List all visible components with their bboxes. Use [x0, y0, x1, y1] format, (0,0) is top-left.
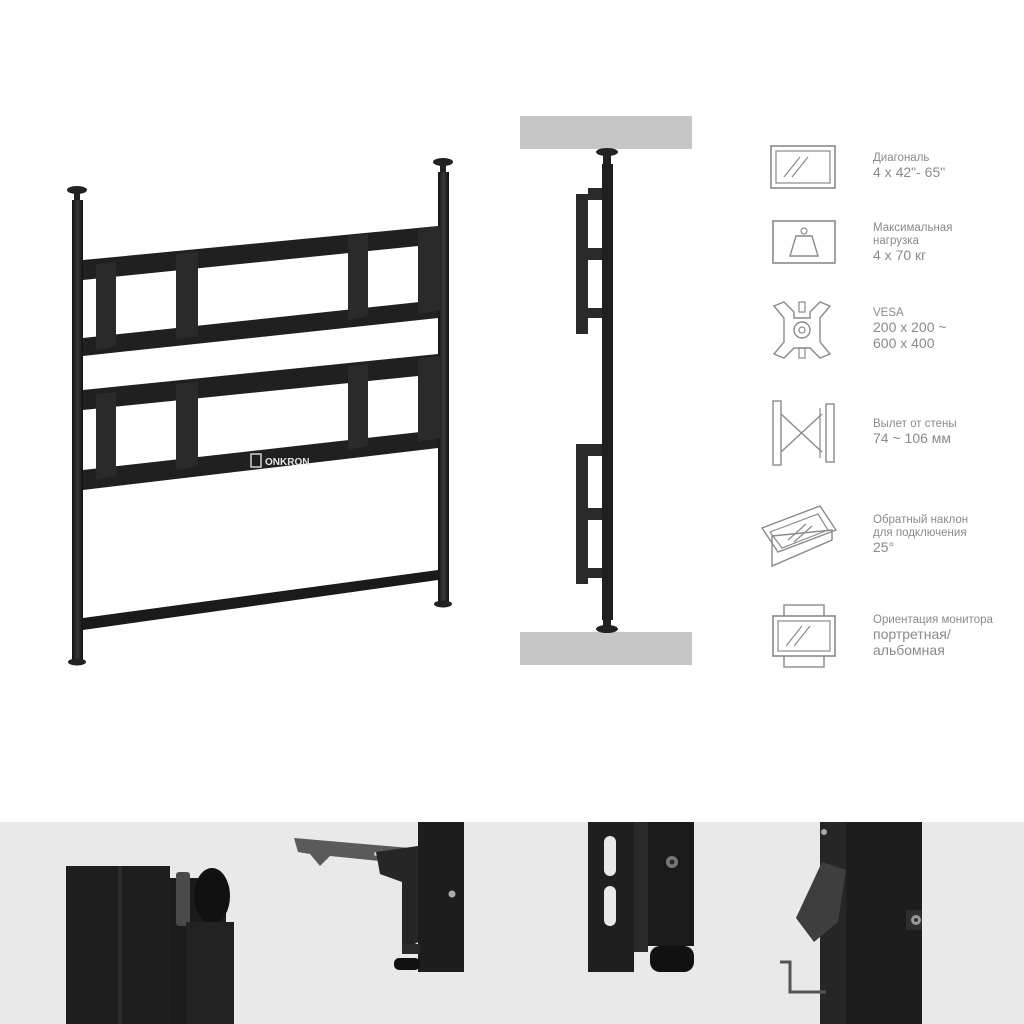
- detail-photo-latch: [780, 822, 922, 1024]
- product-side-view: [576, 148, 618, 633]
- spec-vesa: VESA 200 x 200 ~ 600 x 400: [873, 307, 947, 351]
- detail-photo-slots: [588, 822, 694, 972]
- floor-block: [520, 632, 692, 665]
- spec-max-load: Максимальная нагрузка 4 x 70 кг: [873, 222, 953, 263]
- vesa-icon: [772, 301, 832, 359]
- spec-diagonal: Диагональ 4 x 42"- 65": [873, 152, 946, 180]
- svg-text:ONKRON: ONKRON: [265, 457, 309, 468]
- spec-orientation: Ориентация монитора портретная/ альбомна…: [873, 614, 993, 658]
- onkron-logo: ONKRON: [250, 453, 309, 468]
- spec-wall-distance: Вылет от стены 74 ~ 106 мм: [873, 418, 957, 446]
- weight-icon: [772, 220, 836, 264]
- wall-distance-icon: [772, 400, 835, 466]
- spec-tilt: Обратный наклон для подключения 25°: [873, 514, 969, 555]
- diagonal-icon: [770, 145, 836, 189]
- detail-photo-lever: [294, 822, 464, 972]
- ceiling-block: [520, 116, 692, 149]
- product-main-image: ONKRON: [67, 158, 453, 666]
- detail-photo-knob: [66, 866, 234, 1024]
- tilt-icon: [760, 505, 838, 568]
- orientation-icon: [772, 604, 836, 668]
